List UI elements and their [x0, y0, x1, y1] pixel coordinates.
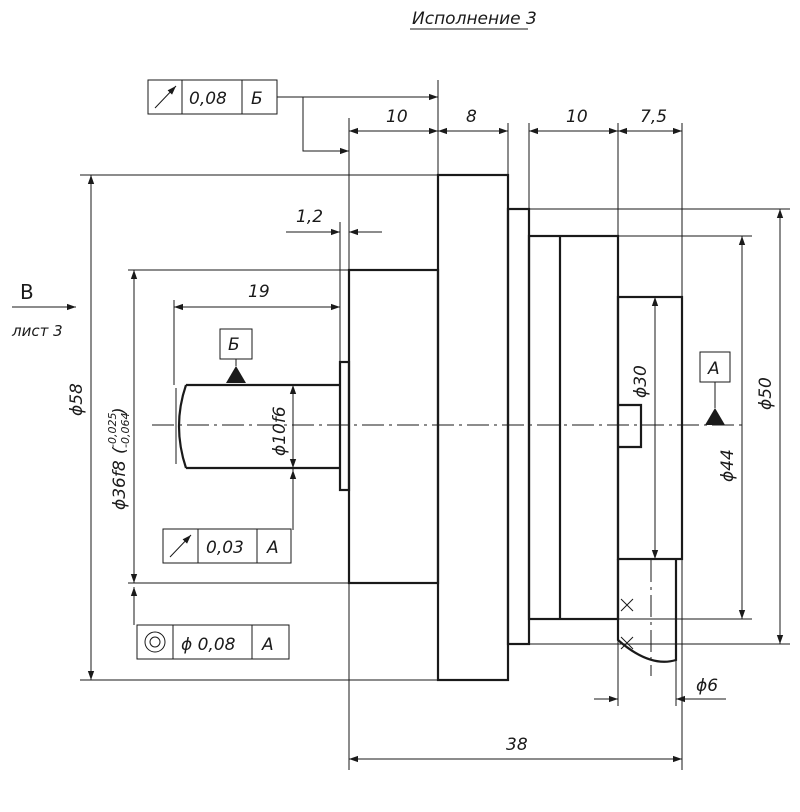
- dim-phi36: ϕ36f8 ( -0,025 -0,064 ): [106, 407, 132, 510]
- dim-1-2: 1,2: [296, 207, 323, 227]
- tolerance-frame-runout-a: 0,03 А: [162, 470, 297, 564]
- tolerance-frame-runout-b: 0,08 Б: [147, 79, 438, 155]
- dim-phi30: ϕ30: [631, 365, 651, 398]
- body: [527, 234, 620, 621]
- part-outline: [175, 173, 684, 682]
- dim-phi58: ϕ58: [67, 383, 87, 416]
- extension-lines: [80, 80, 790, 770]
- tolerance-1-datum: Б: [251, 89, 263, 109]
- shaft-collar: [338, 360, 351, 492]
- pilot-diameter: [347, 268, 440, 585]
- datum-b: Б: [219, 328, 253, 383]
- dim-10-right: 10: [566, 107, 588, 127]
- drawing-title: Исполнение 3: [412, 9, 537, 29]
- tolerance-frame-coaxiality: ϕ 0,08 А: [130, 587, 290, 660]
- shaft: [177, 383, 340, 470]
- tolerance-2-value: 0,03: [206, 538, 244, 558]
- svg-text:(: (: [110, 446, 130, 454]
- datum-a: А: [699, 351, 731, 425]
- view-sheet: лист 3: [11, 322, 63, 340]
- dim-8: 8: [466, 107, 477, 127]
- dim-phi50: ϕ50: [756, 377, 776, 410]
- tolerance-2-datum: А: [266, 538, 279, 558]
- coaxiality-symbol-icon: [144, 631, 166, 653]
- dim-phi44: ϕ44: [718, 449, 738, 482]
- dim-10-left: 10: [386, 107, 408, 127]
- dim-38: 38: [506, 735, 528, 755]
- key-slot: [618, 403, 643, 449]
- tolerance-1-value: 0,08: [189, 89, 227, 109]
- cross-mark-lower: [620, 636, 634, 650]
- dim-phi10f6: ϕ10f6: [270, 406, 290, 456]
- gasket: [506, 207, 531, 646]
- datum-a-letter: А: [707, 359, 720, 379]
- dim-phi6: ϕ6: [696, 676, 718, 696]
- runout-symbol-icon: [154, 85, 177, 109]
- datum-b-letter: Б: [228, 335, 240, 355]
- tolerance-3-value: ϕ 0,08: [181, 635, 236, 655]
- runout-symbol-icon-2: [169, 534, 192, 558]
- pin: [616, 559, 678, 663]
- dim-phi36-lower: -0,064: [119, 413, 132, 448]
- cross-mark-upper: [620, 598, 634, 612]
- dim-19: 19: [248, 282, 270, 302]
- svg-text:): ): [110, 407, 130, 416]
- flange: [436, 173, 510, 682]
- boss: [616, 295, 684, 561]
- tolerance-3-datum: А: [261, 635, 274, 655]
- dim-7-5: 7,5: [640, 107, 667, 127]
- view-letter: В: [20, 280, 34, 304]
- dimension-lines: [87, 127, 784, 763]
- dim-phi36-value: ϕ36f8: [110, 460, 130, 510]
- dim-phi36-upper: -0,025: [106, 413, 119, 448]
